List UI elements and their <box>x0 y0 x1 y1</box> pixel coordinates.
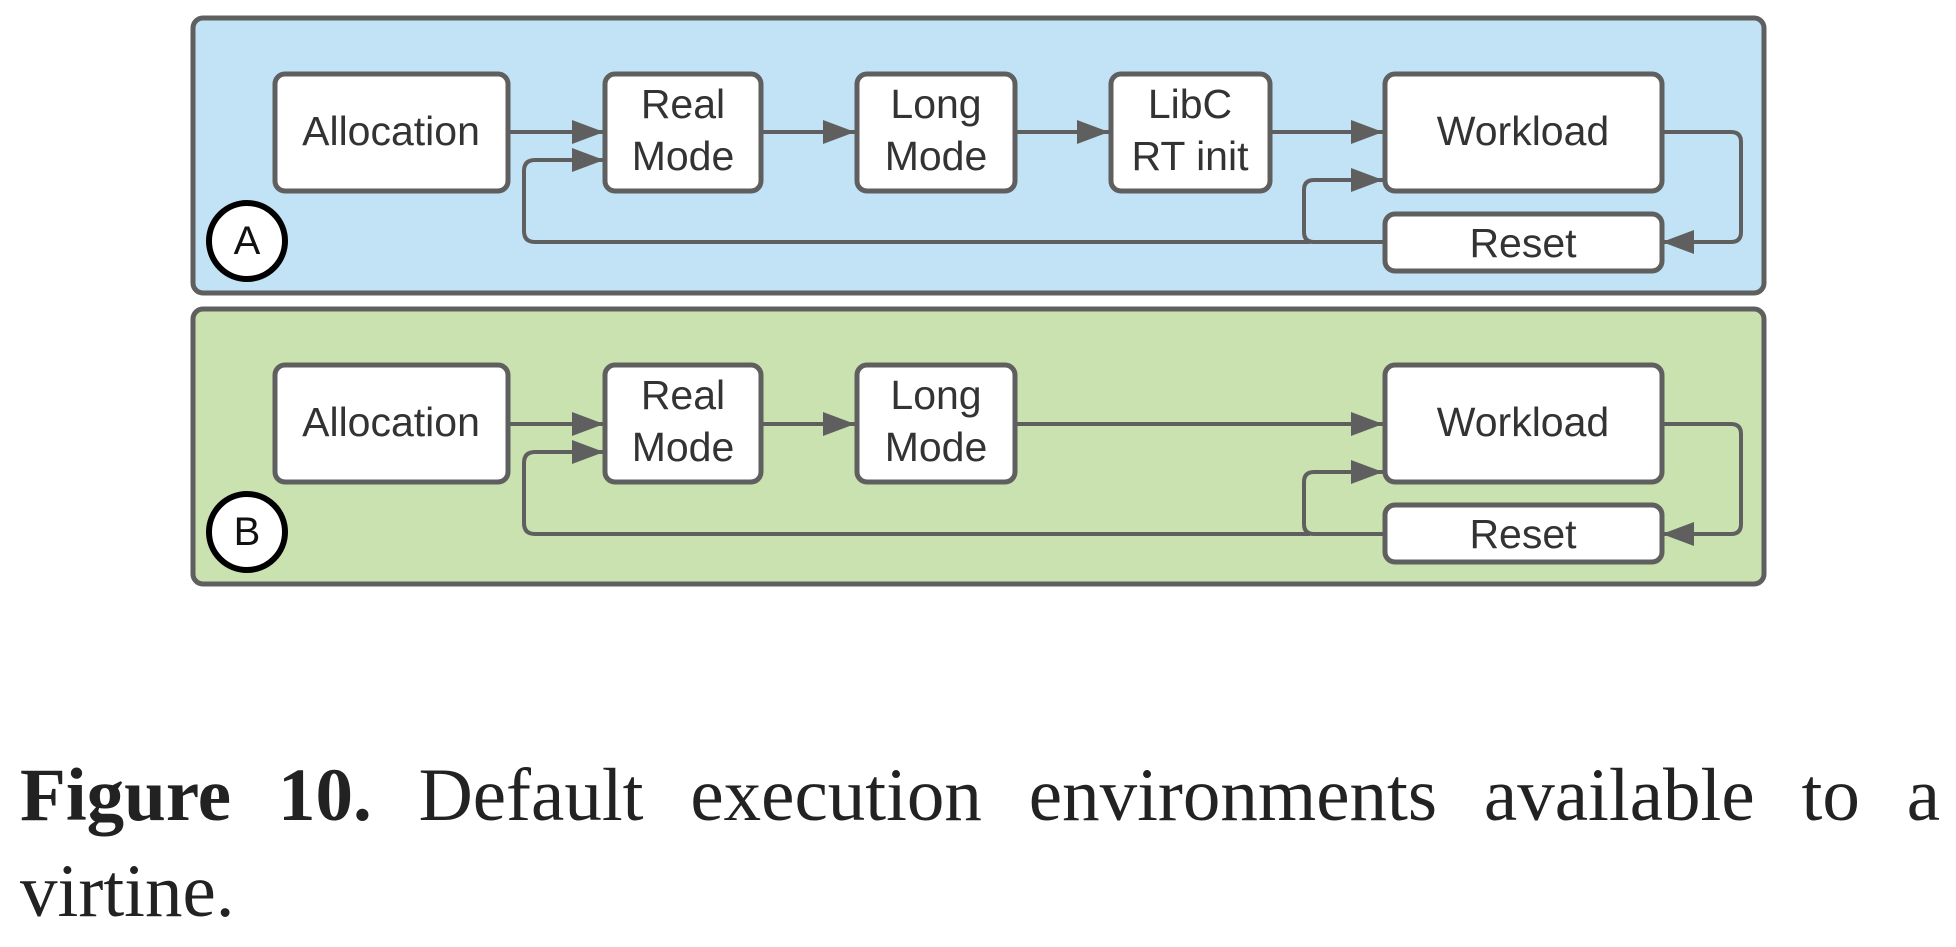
node-real-mode: Real Mode <box>602 71 764 194</box>
node-reset-label: Reset <box>1469 220 1577 266</box>
node-long-mode: Long Mode <box>854 71 1018 194</box>
edge-workload-to-reset <box>1662 422 1743 546</box>
node-allocation: Allocation <box>272 362 511 485</box>
node-allocation-label: Allocation <box>302 399 480 445</box>
badge-label: B <box>234 510 261 554</box>
node-libc-rt-init-label-line-1: LibC <box>1148 81 1232 127</box>
node-real-mode-box <box>602 362 764 485</box>
node-allocation-label: Allocation <box>302 108 480 154</box>
node-allocation: Allocation <box>272 71 511 194</box>
node-long-mode-label-line-1: Long <box>890 81 981 127</box>
node-workload-label: Workload <box>1437 108 1609 154</box>
node-workload: Workload <box>1382 362 1665 485</box>
node-reset-label: Reset <box>1469 511 1577 557</box>
node-real-mode-label-line-2: Mode <box>632 424 735 470</box>
badge-circle <box>206 491 288 573</box>
panel-b-edges <box>508 412 1743 546</box>
node-real-mode: Real Mode <box>602 362 764 485</box>
node-real-mode-label-line-1: Real <box>641 81 725 127</box>
panel-a-edges <box>508 120 1743 254</box>
diagram: Allocation Real Mode Long Mode LibC RT i… <box>190 15 1767 587</box>
panel-a-badge: A <box>206 200 288 282</box>
node-allocation-box <box>272 71 511 194</box>
edge-reset-to-real-mode <box>522 148 1310 244</box>
node-long-mode-label-line-2: Mode <box>885 424 988 470</box>
node-long-mode: Long Mode <box>854 362 1018 485</box>
node-workload-box <box>1382 71 1665 194</box>
panel-b-badge: B <box>206 491 288 573</box>
badge-label: A <box>234 219 261 263</box>
node-long-mode-label-line-2: Mode <box>885 133 988 179</box>
node-workload-label: Workload <box>1437 399 1609 445</box>
node-libc-rt-init-label-line-2: RT init <box>1132 133 1250 179</box>
node-reset: Reset <box>1382 502 1665 565</box>
node-libc-rt-init-box <box>1108 71 1273 194</box>
figure-caption-label: Figure 10. <box>20 754 372 837</box>
node-workload: Workload <box>1382 71 1665 194</box>
node-long-mode-label-line-1: Long <box>890 372 981 418</box>
node-reset: Reset <box>1382 211 1665 274</box>
node-long-mode-box <box>854 71 1018 194</box>
node-libc-rt-init: LibC RT init <box>1108 71 1273 194</box>
node-real-mode-box <box>602 71 764 194</box>
node-workload-box <box>1382 362 1665 485</box>
node-allocation-box <box>272 362 511 485</box>
node-real-mode-label-line-1: Real <box>641 372 725 418</box>
edge-workload-to-reset <box>1662 130 1743 254</box>
badge-circle <box>206 200 288 282</box>
node-real-mode-label-line-2: Mode <box>632 133 735 179</box>
node-long-mode-box <box>854 362 1018 485</box>
panel-b: Allocation Real Mode Long Mode Workload … <box>190 306 1767 587</box>
figure-caption-text: Default execution environments available… <box>20 754 1940 933</box>
edge-reset-to-real-mode <box>522 440 1310 536</box>
node-reset-box <box>1382 211 1665 274</box>
node-reset-box <box>1382 502 1665 565</box>
panel-a: Allocation Real Mode Long Mode LibC RT i… <box>190 15 1767 296</box>
figure-caption: Figure 10. Default execution environment… <box>20 748 1940 940</box>
